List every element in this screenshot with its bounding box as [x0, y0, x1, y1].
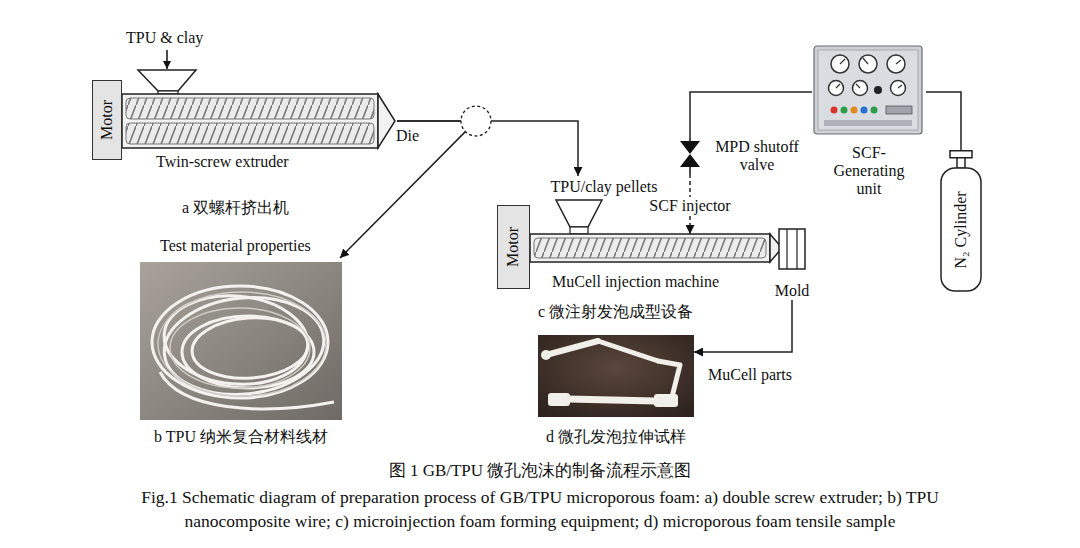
drawing-part [779, 229, 805, 269]
drawing-part [851, 107, 858, 114]
drawing-part [158, 292, 326, 396]
drawing-part [871, 107, 878, 114]
node-sublabel: Twin-screw extruder [156, 153, 289, 171]
drawing-part [836, 58, 902, 88]
wire-photo: b TPU 纳米复合材料线材 [140, 258, 342, 448]
drawing-part [654, 394, 678, 407]
parts-photo-graphic [538, 333, 694, 417]
part-label: Die [396, 127, 419, 145]
feed-arrow [166, 50, 168, 69]
figure-title: 图 1 GB/TPU 微孔泡沫的制备流程示意图 [0, 459, 1080, 483]
drawing-part [680, 141, 700, 154]
edge-label: Test material properties [160, 237, 311, 255]
drawing-part [841, 107, 848, 114]
drawing-part [818, 50, 918, 130]
drawing-part [541, 350, 551, 360]
drawing-part [950, 151, 972, 158]
drawing-part [152, 286, 334, 409]
screw [126, 98, 374, 119]
drawing-part [874, 86, 882, 94]
drawing-part [546, 341, 598, 355]
pelletizer-circle [461, 106, 491, 136]
flow-arrow [694, 300, 792, 352]
node-label: TPU/clay pellets [550, 178, 657, 196]
parts-photo: d 微孔发泡拉伸试样 [538, 333, 694, 448]
figure-caption: Fig.1 Schematic diagram of preparation p… [90, 485, 990, 533]
node-label: Mold [775, 282, 810, 300]
drawing-part [568, 399, 656, 401]
pipe-line [926, 92, 961, 150]
twin-screw-extruder-drawing [122, 50, 395, 148]
node-label: b TPU 纳米复合材料线材 [154, 428, 328, 446]
shutoff-valve: MPD shutoff valve [678, 138, 808, 174]
drawing-part [160, 290, 311, 390]
mold-box: Mold [772, 228, 812, 300]
drawing-part [598, 341, 658, 361]
edge-label: MuCell parts [708, 366, 792, 384]
node-label: MPD shutoff valve [708, 138, 806, 174]
drawing-part [546, 341, 680, 401]
drawing-part [538, 335, 694, 417]
drawing-part [824, 120, 912, 126]
hopper [138, 70, 196, 91]
drive-unit-box: Motor [92, 80, 122, 160]
drive-unit-box: Motor [497, 205, 530, 289]
node-label: Motor [98, 100, 116, 140]
hopper [556, 200, 602, 227]
screw [126, 123, 374, 144]
wire-photo-graphic [140, 258, 342, 420]
screw [534, 238, 766, 258]
edge-label: SCF injector [647, 197, 732, 215]
panel-caption: c 微注射发泡成型设备 [538, 303, 693, 321]
gas-cylinder: N₂ Cylinder [940, 150, 982, 292]
hopper-neck [570, 227, 588, 234]
drawing-part [190, 314, 310, 382]
barrel [530, 234, 770, 262]
drawing-part [158, 292, 326, 396]
die [378, 94, 395, 148]
shutoff-valve-graphic [678, 138, 702, 174]
mold-box-graphic [772, 228, 812, 272]
drawing-part [829, 55, 906, 96]
drawing-part [831, 107, 838, 114]
drawing-part [140, 262, 342, 420]
drawing-part [836, 58, 902, 88]
drawing-part [658, 361, 680, 397]
drawing-part [680, 154, 700, 167]
drawing-part [941, 168, 981, 291]
drawing-part [861, 107, 868, 114]
injection-barrel: MuCell injection machine [530, 234, 772, 296]
node-label: SCF- Generating unit [829, 144, 909, 198]
drawing-part [787, 229, 797, 269]
drawing-part [152, 286, 328, 398]
node-label: TPU & clay [126, 29, 203, 47]
flow-arrow [397, 121, 578, 176]
pipe-line [690, 92, 812, 138]
node-label: Motor [504, 227, 522, 267]
twin-screw-extruder: TPU & clayTwin-screw extruder [122, 26, 397, 176]
drawing-part [160, 372, 334, 409]
drawing-part [957, 158, 965, 169]
scf-generating-unit: SCF- Generating unit [812, 44, 926, 200]
node-label: N₂ Cylinder [952, 191, 970, 268]
node-label: d 微孔发泡拉伸试样 [546, 428, 686, 446]
drawing-part [170, 308, 310, 388]
drawing-part [541, 350, 678, 407]
barrel [122, 94, 378, 148]
drawing-part [886, 106, 912, 114]
drawing-part [548, 393, 570, 406]
flow-arrow [340, 121, 465, 258]
panel-caption: a 双螺杆挤出机 [182, 199, 289, 217]
drawing-part [814, 46, 922, 134]
scf-generating-unit-graphic [812, 44, 926, 140]
node-label: MuCell injection machine [552, 273, 719, 291]
